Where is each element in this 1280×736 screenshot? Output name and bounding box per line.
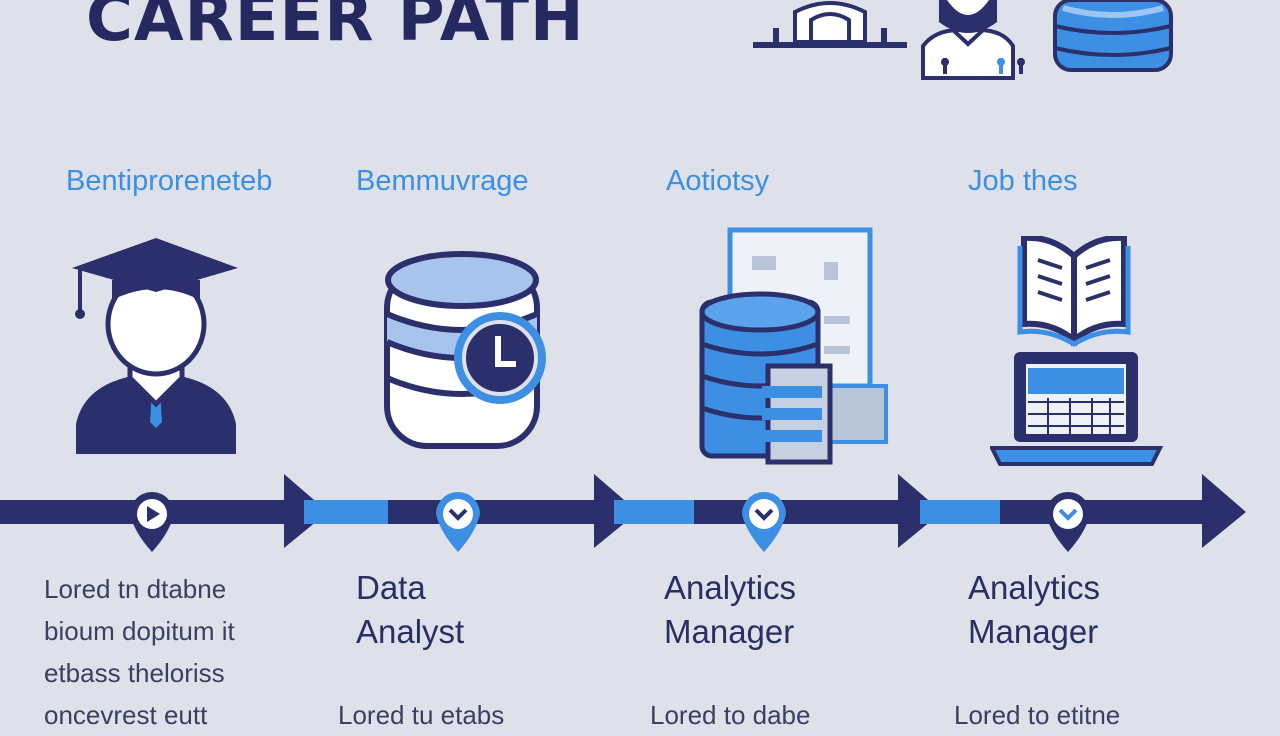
step-label-3: Aotiotsy	[666, 165, 770, 197]
timeline-marker-4	[1046, 492, 1090, 552]
role-title-4: Analytics Manager	[968, 566, 1100, 654]
description-line: etbass theloriss	[44, 658, 225, 688]
description-line: Lored tn dtabne	[44, 574, 227, 604]
role-line: Analyst	[356, 613, 465, 650]
header-icons	[753, 0, 1173, 80]
timeline-marker-3	[742, 492, 786, 552]
description-2: Lored tu etabs	[338, 694, 504, 736]
book-laptop-icon	[990, 236, 1164, 466]
description-1: Lored tn dtabne bioum dopitum it etbass …	[44, 568, 235, 736]
server-documents-icon	[699, 227, 888, 465]
page-title: CAREER PATH	[86, 0, 585, 56]
database-clock-icon	[384, 251, 546, 449]
description-line: oncevrest eutt	[44, 700, 208, 730]
description-line: Lored to dabe	[650, 700, 811, 730]
building-icon	[753, 1, 907, 48]
role-line: Data	[356, 569, 426, 606]
timeline-arrow	[0, 474, 1246, 552]
role-line: Analytics	[664, 569, 797, 606]
professional-person-icon	[921, 0, 1025, 80]
step-label-1: Bentiproreneteb	[66, 165, 273, 197]
step-label-4: Job thes	[968, 165, 1078, 197]
description-line: Lored to etitne	[954, 700, 1121, 730]
database-icon	[1053, 0, 1173, 72]
description-3: Lored to dabe	[650, 694, 810, 736]
step-label-2: Bemmuvrage	[356, 165, 529, 197]
role-line: Manager	[664, 613, 795, 650]
graduate-icon	[72, 238, 238, 454]
role-title-2: Data Analyst	[356, 566, 464, 654]
role-title-3: Analytics Manager	[664, 566, 796, 654]
timeline-marker-2	[436, 492, 480, 552]
description-4: Lored to etitne	[954, 694, 1120, 736]
description-line: Lored tu etabs	[338, 700, 505, 730]
timeline-marker-1	[130, 492, 174, 552]
role-line: Analytics	[968, 569, 1101, 606]
description-line: bioum dopitum it	[44, 616, 235, 646]
role-line: Manager	[968, 613, 1099, 650]
